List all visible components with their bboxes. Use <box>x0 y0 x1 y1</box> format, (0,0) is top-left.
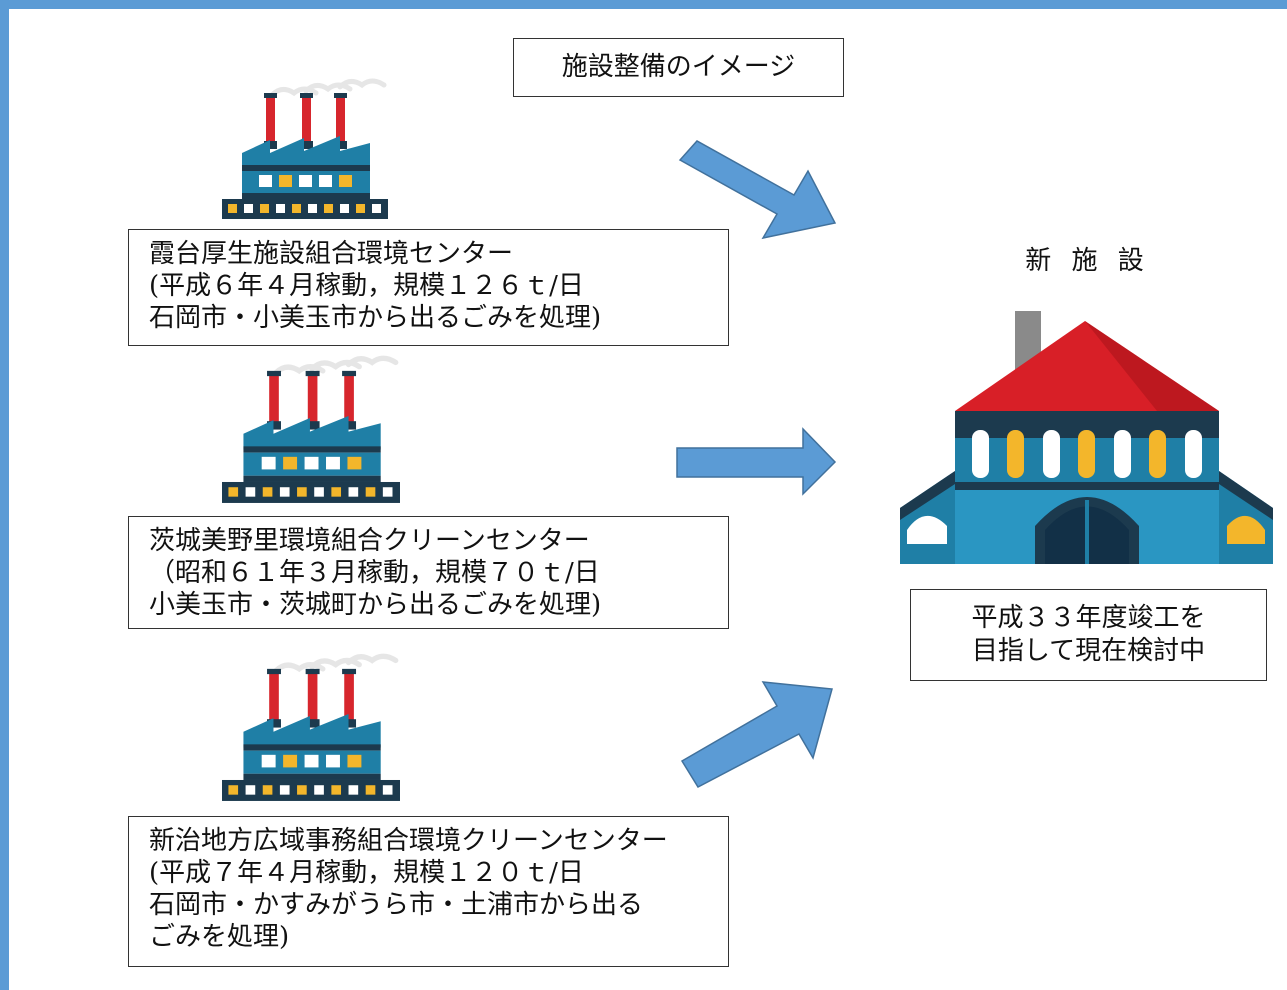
facility-detail: (平成７年４月稼動，規模１２０ｔ/日 <box>149 858 584 888</box>
facility-box-1: 霞台厚生施設組合環境センター (平成６年４月稼動，規模１２６ｔ/日 石岡市・小美… <box>128 229 729 346</box>
factory-icon <box>222 355 400 503</box>
facility-name: 霞台厚生施設組合環境センター <box>149 239 514 269</box>
arrow-right-icon <box>680 681 833 788</box>
facility-detail: 小美玉市・茨城町から出るごみを処理) <box>149 590 602 620</box>
facility-detail: 石岡市・かすみがうら市・土浦市から出る <box>149 890 644 920</box>
status-line: 目指して現在検討中 <box>971 636 1206 666</box>
factory-icon <box>222 653 400 801</box>
diagram-title: 施設整備のイメージ <box>513 38 844 97</box>
facility-detail: ごみを処理) <box>149 922 290 952</box>
facility-box-3: 新治地方広域事務組合環境クリーンセンター (平成７年４月稼動，規模１２０ｔ/日 … <box>128 816 729 967</box>
facility-detail: （昭和６１年３月稼動，規模７０ｔ/日 <box>149 558 600 588</box>
new-facility-status-box: 平成３３年度竣工を 目指して現在検討中 <box>910 589 1267 681</box>
facility-detail: (平成６年４月稼動，規模１２６ｔ/日 <box>149 271 584 301</box>
factory-icon <box>222 78 388 219</box>
facility-detail: 石岡市・小美玉市から出るごみを処理) <box>149 303 602 333</box>
facility-box-2: 茨城美野里環境組合クリーンセンター （昭和６１年３月稼動，規模７０ｔ/日 小美玉… <box>128 516 729 629</box>
status-line: 平成３３年度竣工を <box>971 603 1206 633</box>
facility-name: 茨城美野里環境組合クリーンセンター <box>149 526 590 556</box>
building-windows <box>972 430 1202 478</box>
arrow-right-icon <box>676 427 837 496</box>
facility-name: 新治地方広域事務組合環境クリーンセンター <box>149 826 668 856</box>
arrow-right-icon <box>678 140 837 240</box>
new-facility-label: 新 施 設 <box>1025 246 1150 276</box>
new-facility-building-icon <box>900 311 1273 564</box>
